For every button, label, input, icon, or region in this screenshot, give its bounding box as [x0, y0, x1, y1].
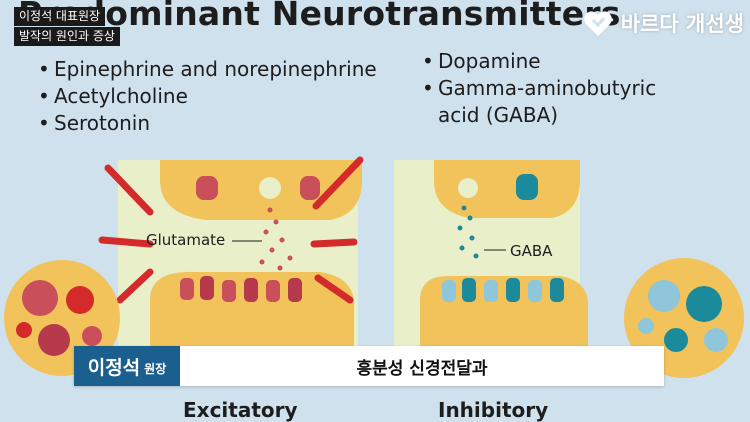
gaba-molecules [457, 205, 479, 259]
bullet-item: Dopamine [422, 48, 656, 75]
receptor-pre-left [196, 176, 218, 200]
bullet-item: Acetylcholine [38, 83, 377, 110]
gaba-label: GABA [510, 242, 553, 260]
receptors-left [180, 276, 302, 302]
speaker-name: 이정석 [87, 356, 141, 379]
channel-logo: 바르다 개선생 [581, 6, 744, 40]
subtitle-text: 흥분성 신경전달과 [356, 358, 488, 379]
presynaptic-terminal-right [434, 160, 580, 218]
vesicle-release-right [458, 178, 478, 198]
bullet-list-left: Epinephrine and norepinephrine Acetylcho… [38, 56, 377, 137]
glutamate-label: Glutamate [146, 231, 226, 249]
channel-tag-topic: 발작의 원인과 증상 [14, 27, 120, 46]
bullet-item: Serotonin [38, 110, 377, 137]
bullet-list-right: Dopamine Gamma-aminobutyric acid (GABA) [422, 48, 656, 129]
channel-tag-doctor: 이정석 대표원장 [14, 7, 106, 26]
bullet-item: Gamma-aminobutyric [422, 75, 656, 102]
bullet-item-continuation: acid (GABA) [438, 103, 559, 127]
inhibitory-label: Inhibitory [438, 398, 549, 422]
vesicle-release-left [259, 177, 281, 199]
speaker-role: 원장 [144, 361, 167, 376]
excitatory-label: Excitatory [183, 398, 298, 422]
logo-text: 바르다 개선생 [620, 12, 744, 36]
receptors-right [442, 278, 564, 302]
receptor-pre-right [516, 174, 538, 200]
glutamate-molecules [259, 207, 293, 271]
heart-shield-icon [583, 11, 612, 36]
speaker-badge: 이정석 원장 [74, 346, 180, 386]
bullet-item: Epinephrine and norepinephrine [38, 56, 377, 83]
excitation-marks [98, 156, 364, 304]
receptor-pre-left-2 [300, 176, 320, 200]
